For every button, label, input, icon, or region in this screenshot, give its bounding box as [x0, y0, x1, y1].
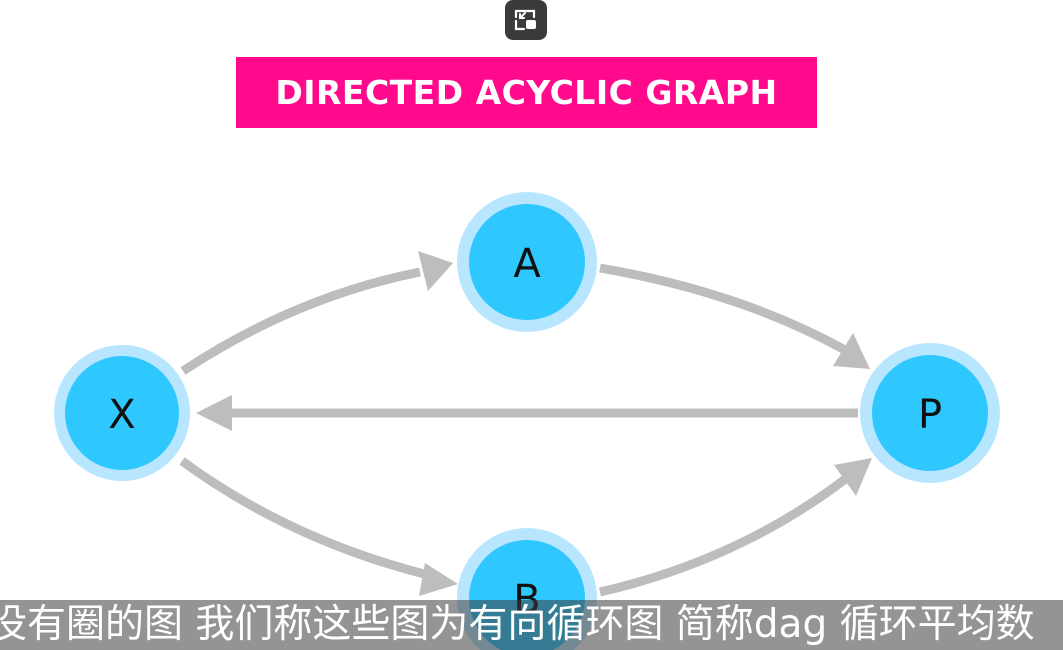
diagram-title: DIRECTED ACYCLIC GRAPH	[275, 73, 778, 112]
subtitle-caption: 没有圈的图 我们称这些图为有向循环图 简称dag 循环平均数	[0, 602, 1035, 647]
edge-x-to-b	[179, 457, 430, 580]
arrowhead-x-to-b	[419, 563, 458, 596]
edges-layer	[179, 251, 872, 597]
edge-b-to-p	[598, 473, 851, 597]
node-a: A	[457, 192, 597, 332]
subtitle-bar: 没有圈的图 我们称这些图为有向循环图 简称dag 循环平均数	[0, 600, 1063, 650]
nodes-layer: A X P B	[54, 192, 1000, 650]
arrowhead-a-to-p	[833, 333, 870, 369]
title-banner: DIRECTED ACYCLIC GRAPH	[236, 57, 817, 128]
arrowhead-p-to-x	[196, 395, 232, 431]
picture-in-picture-icon	[514, 9, 536, 31]
arrowhead-x-to-a	[418, 251, 453, 291]
arrowhead-b-to-p	[834, 458, 872, 496]
edge-a-to-p	[599, 263, 848, 354]
node-a-label: A	[513, 241, 541, 287]
node-p: P	[860, 343, 1000, 483]
node-x: X	[54, 345, 190, 481]
node-p-label: P	[918, 392, 942, 438]
picture-in-picture-button[interactable]	[505, 0, 547, 40]
node-x-label: X	[108, 392, 135, 438]
edge-x-to-a	[180, 267, 421, 375]
